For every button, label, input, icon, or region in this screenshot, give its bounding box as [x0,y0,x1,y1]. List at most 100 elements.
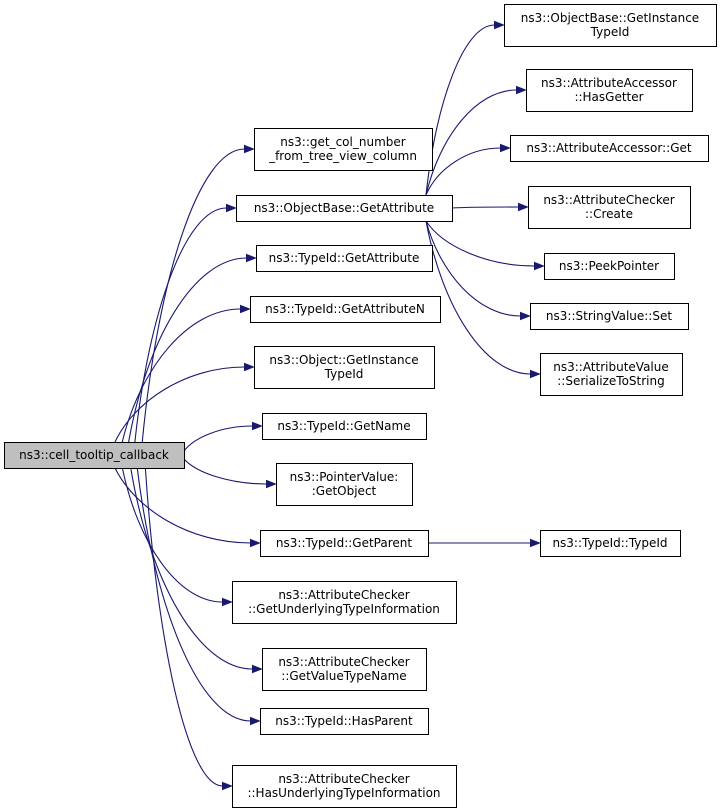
edge-line [121,467,223,603]
arrowhead-icon [252,421,263,431]
arrowhead-icon [530,369,541,379]
node-label: ns3::AttributeChecker [278,655,409,669]
node-label: ::HasGetter [574,90,643,104]
edge-line [128,257,247,443]
edge-line [425,24,495,196]
node-acgvtn[interactable]: ns3::AttributeChecker::GetValueTypeName [262,648,427,691]
node-box [250,296,441,323]
arrowhead-icon [222,597,233,607]
edge-root-acguti [121,467,233,607]
node-label: ns3::AttributeChecker [278,588,409,602]
node-label: ns3::AttributeChecker [543,193,674,207]
edge-root-achuti [144,467,233,791]
node-tgp[interactable]: ns3::TypeId::GetParent [260,530,429,557]
node-oga[interactable]: ns3::ObjectBase::GetAttribute [236,195,453,222]
edge-oga-obgit [425,20,505,196]
node-label: ns3::ObjectBase::GetAttribute [254,201,434,215]
node-pp[interactable]: ns3::PeekPointer [544,253,675,280]
node-label: ns3::AttributeChecker [278,772,409,786]
edge-line [451,206,519,209]
edge-line [141,148,245,443]
node-box [232,765,457,808]
arrowhead-icon [500,143,511,153]
node-label: ns3::TypeId::TypeId [552,536,667,550]
edge-oga-avsts [425,220,541,379]
node-label: ns3::AttributeAccessor::Get [526,141,691,155]
edge-root-pvgo [183,458,277,489]
edge-line [425,147,501,196]
node-box [236,195,453,222]
node-svs[interactable]: ns3::StringValue::Set [530,303,689,330]
edge-oga-svs [425,220,531,321]
node-box [262,648,427,691]
arrowhead-icon [520,311,531,321]
node-label: ns3::ObjectBase::GetInstance [521,11,699,25]
node-box [526,69,693,112]
arrowhead-icon [494,20,505,30]
edge-oga-aahg [425,85,527,196]
edge-line [425,220,521,317]
node-label: ns3::PointerValue: [290,470,399,484]
edge-oga-aag [425,143,511,196]
edge-root-oga [134,203,237,443]
node-aahg[interactable]: ns3::AttributeAccessor::HasGetter [526,69,693,112]
node-thp[interactable]: ns3::TypeId::HasParent [260,708,429,735]
node-box [544,253,675,280]
arrowhead-icon [244,144,255,154]
node-box [260,708,429,735]
arrowhead-icon [516,85,527,95]
node-tgan[interactable]: ns3::TypeId::GetAttributeN [250,296,441,323]
node-tti[interactable]: ns3::TypeId::TypeId [540,530,681,557]
node-box [540,530,681,557]
node-label: ns3::TypeId::GetParent [276,536,412,550]
node-label: ::HasUnderlyingTypeInformation [247,786,440,800]
node-avsts[interactable]: ns3::AttributeValue::SerializeToString [540,353,683,396]
arrowhead-icon [240,304,251,314]
node-box [510,135,709,162]
edge-root-tga [128,253,257,443]
node-root[interactable]: ns3::cell_tooltip_callback [4,442,185,469]
arrowhead-icon [266,479,277,489]
arrowhead-icon [244,362,255,372]
edge-oga-pp [425,220,545,271]
node-tga[interactable]: ns3::TypeId::GetAttribute [256,245,433,272]
graph-nodes: ns3::cell_tooltip_callback ns3::get_col_n… [4,4,717,808]
arrowhead-icon [530,538,541,548]
node-pvgo[interactable]: ns3::PointerValue::GetObject [276,463,413,506]
arrowhead-icon [222,781,233,791]
edge-line [136,467,251,722]
edge-root-tgn [183,421,263,452]
node-label: ns3::TypeId::GetName [277,419,410,433]
node-acguti[interactable]: ns3::AttributeChecker::GetUnderlyingType… [232,581,457,624]
node-label: ns3::AttributeAccessor [541,76,677,90]
edge-line [425,220,531,375]
node-tgn[interactable]: ns3::TypeId::GetName [262,413,427,440]
node-box [540,353,683,396]
edge-root-thp [136,467,261,726]
node-label: ns3::TypeId::HasParent [275,714,413,728]
node-acc[interactable]: ns3::AttributeChecker::Create [528,186,691,229]
edge-root-tgan [121,304,251,443]
node-label: TypeId [590,25,630,39]
edge-tgp-tti [427,538,541,548]
arrowhead-icon [250,538,261,548]
graph-edges [114,20,545,791]
node-box [504,4,717,47]
node-label: ::Create [585,207,633,221]
node-gcn[interactable]: ns3::get_col_number_from_tree_view_colum… [254,128,433,171]
edge-line [144,467,223,787]
node-label: :GetObject [312,484,377,498]
node-achuti[interactable]: ns3::AttributeChecker::HasUnderlyingType… [232,765,457,808]
arrowhead-icon [250,716,261,726]
edge-line [134,207,227,443]
node-box [4,442,185,469]
node-aag[interactable]: ns3::AttributeAccessor::Get [510,135,709,162]
arrowhead-icon [518,202,529,212]
node-label: ns3::PeekPointer [559,259,659,273]
node-box [254,128,433,171]
arrowhead-icon [246,253,257,263]
edge-line [183,458,267,485]
